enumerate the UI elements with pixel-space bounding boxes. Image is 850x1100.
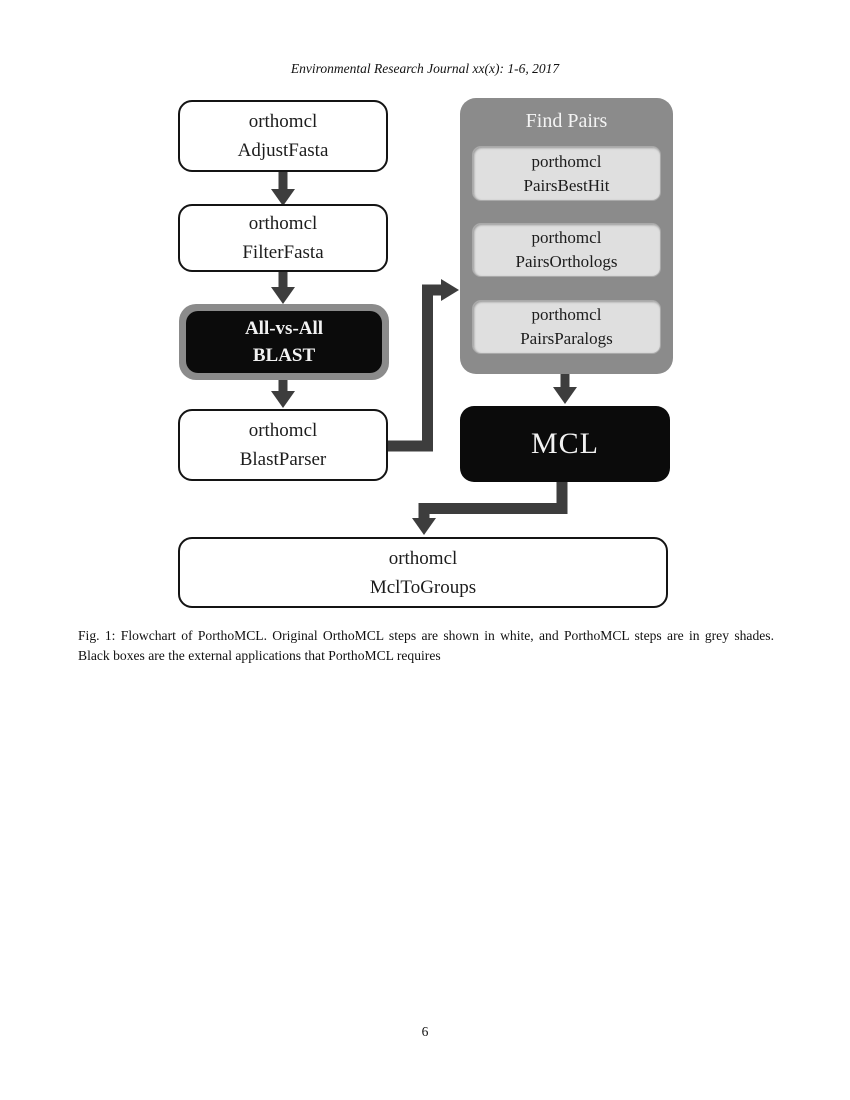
figure-caption: Fig. 1: Flowchart of PorthoMCL. Original… [78, 626, 774, 666]
node-allvsall-blast: All-vs-All BLAST [186, 311, 382, 373]
node-label-line1: orthomcl [248, 213, 318, 234]
node-label-line2: PairsParalogs [520, 329, 613, 348]
node-label-line2: BLAST [252, 345, 316, 366]
node-porthomcl-pairsorthologs: porthomcl PairsOrthologs [472, 223, 661, 277]
node-porthomcl-pairsbesthit: porthomcl PairsBestHit [472, 146, 661, 201]
journal-header: Environmental Research Journal xx(x): 1-… [290, 61, 560, 76]
group-find-pairs-title: Find Pairs [525, 110, 608, 132]
node-orthomcl-mcltogroups: orthomcl MclToGroups [178, 537, 668, 608]
node-label-line1: orthomcl [248, 111, 318, 132]
arrow-mcl-to-mcltogroups [412, 482, 568, 535]
node-label-line1: porthomcl [531, 151, 602, 171]
group-find-pairs: Find Pairs porthomcl PairsBestHit portho… [460, 98, 673, 374]
node-mcl: MCL [460, 406, 670, 482]
node-label-line1: porthomcl [531, 305, 602, 324]
arrow-blastparser-to-findpairs [388, 279, 459, 452]
node-label-line2: BlastParser [239, 449, 327, 470]
arrow-filterfasta-to-blast [271, 271, 295, 304]
node-orthomcl-adjustfasta: orthomcl AdjustFasta [178, 100, 388, 172]
arrow-blast-to-blastparser [271, 378, 295, 408]
node-label-line1: orthomcl [388, 547, 458, 569]
node-label-line2: AdjustFasta [237, 140, 329, 161]
node-orthomcl-blastparser: orthomcl BlastParser [178, 409, 388, 481]
figure-caption-line2: Black boxes are the external application… [78, 648, 441, 663]
arrow-findpairs-to-mcl [553, 371, 577, 404]
figure-caption-line1: Fig. 1: Flowchart of PorthoMCL. Original… [78, 628, 774, 643]
page-number: 6 [421, 1024, 429, 1039]
node-porthomcl-pairsparalogs: porthomcl PairsParalogs [472, 300, 661, 354]
node-label-line2: MclToGroups [369, 576, 477, 598]
node-label-line2: PairsBestHit [523, 175, 610, 195]
node-label-line2: PairsOrthologs [515, 252, 618, 271]
node-label-line2: FilterFasta [242, 242, 324, 263]
node-orthomcl-filterfasta: orthomcl FilterFasta [178, 204, 388, 272]
node-label-line1: All-vs-All [244, 318, 324, 339]
node-label-line1: orthomcl [248, 420, 318, 441]
arrow-adjustfasta-to-filterfasta [271, 172, 295, 206]
node-allvsall-blast-ring: All-vs-All BLAST [179, 304, 389, 380]
node-label: MCL [530, 427, 599, 460]
node-label-line1: porthomcl [531, 228, 602, 247]
